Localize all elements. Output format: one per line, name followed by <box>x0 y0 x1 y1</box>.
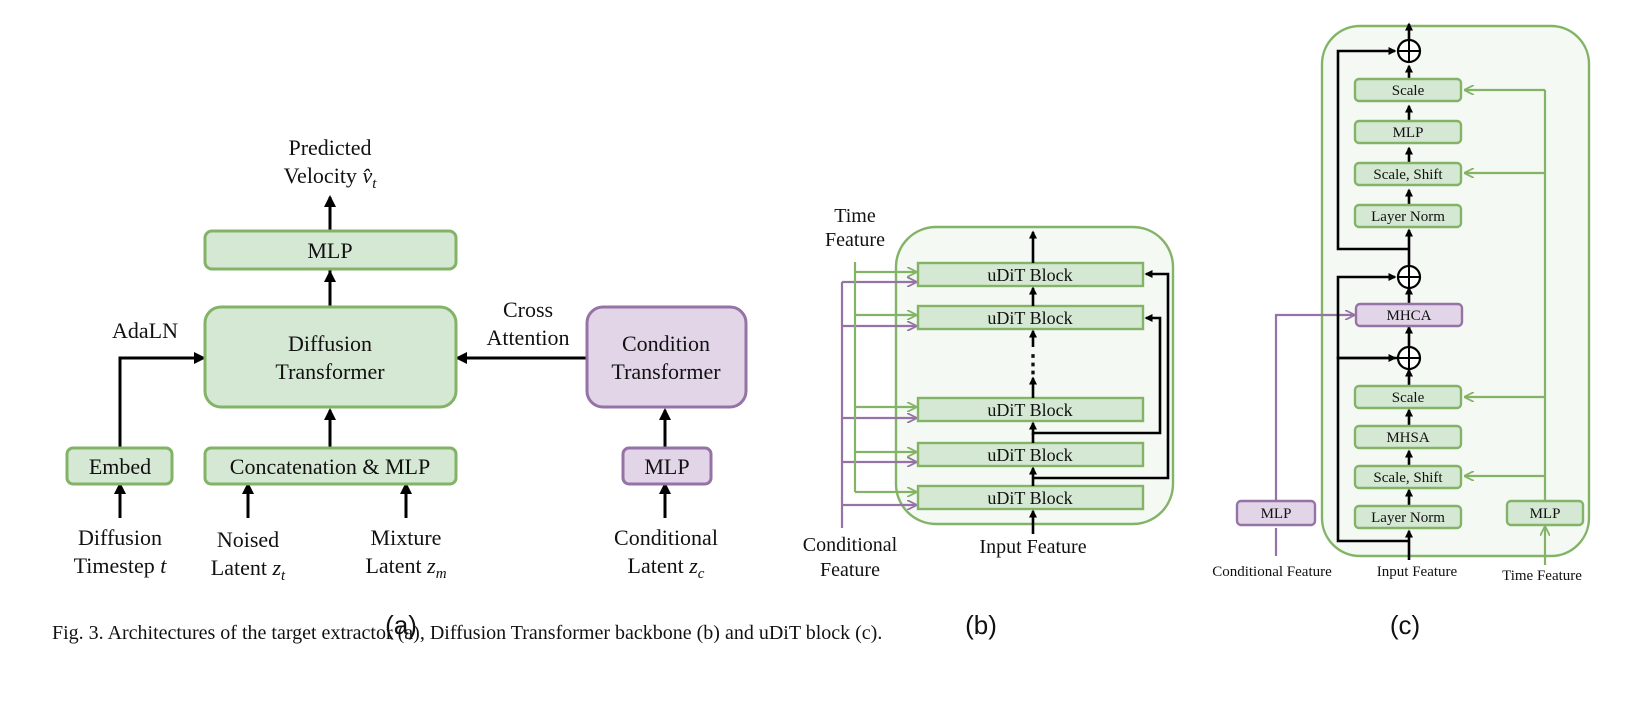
panel-b: uDiT Block uDiT Block uDiT Block uDiT Bl… <box>803 205 1175 640</box>
panel-c: Scale MLP Scale, Shift Layer Norm MHCA S… <box>1212 22 1591 640</box>
skip-connection-inner <box>1033 314 1162 435</box>
time-feature-label: Time Feature <box>1502 568 1582 584</box>
scale-shift-bottom-box <box>1353 464 1463 490</box>
udit-block-label: uDiT Block <box>987 488 1072 508</box>
scale-top-label: Scale <box>1392 83 1425 99</box>
panel-b-label: (b) <box>965 610 997 640</box>
output-label-2: Velocity v̂t <box>284 163 378 192</box>
residual-2 <box>1336 273 1409 360</box>
layer-norm-top-label: Layer Norm <box>1371 209 1445 225</box>
mhsa-label: MHSA <box>1386 430 1430 446</box>
sum-node-icon <box>1396 345 1422 371</box>
scale-shift-bottom-label: Scale, Shift <box>1373 470 1443 486</box>
mlp-conditional-box <box>1235 499 1317 527</box>
layer-norm-top-box <box>1353 203 1463 229</box>
layer-norm-bottom-label: Layer Norm <box>1371 510 1445 526</box>
embed-label: Embed <box>89 454 151 479</box>
time-feature-label-2: Feature <box>825 229 885 251</box>
scale-top-box <box>1353 77 1463 103</box>
concat-mlp-box <box>203 446 458 486</box>
embed-box <box>65 446 174 486</box>
mlp-time-label: MLP <box>1530 506 1561 522</box>
conditional-latent-label-1: Conditional <box>614 525 718 550</box>
udit-block-label: uDiT Block <box>987 445 1072 465</box>
scale-bottom-label: Scale <box>1392 390 1425 406</box>
noised-label-1: Noised <box>217 527 279 552</box>
mixture-label-1: Mixture <box>371 525 442 550</box>
udit-block-label: uDiT Block <box>987 308 1072 328</box>
condition-transformer-label-1: Condition <box>622 331 710 356</box>
scale-bottom-box <box>1353 384 1463 410</box>
concat-mlp-label: Concatenation & MLP <box>230 454 430 479</box>
udit-block-3 <box>916 396 1145 423</box>
diffusion-transformer-label-2: Transformer <box>275 359 385 384</box>
conditional-feature-label-2: Feature <box>820 559 880 581</box>
udit-block-1 <box>916 261 1145 288</box>
output-label-1: Predicted <box>288 135 371 160</box>
cross-attention-label-2: Attention <box>486 325 569 350</box>
udit-block-container <box>1320 24 1591 558</box>
mhca-box <box>1354 302 1464 328</box>
mlp-inner-label: MLP <box>1393 125 1424 141</box>
noised-label-2: Latent zt <box>211 555 286 584</box>
cross-attention-label-1: Cross <box>503 297 553 322</box>
udit-block-4 <box>916 441 1145 468</box>
input-feature-label: Input Feature <box>1377 564 1458 580</box>
mlp-time-box <box>1505 499 1585 527</box>
sum-node-icon <box>1396 38 1422 64</box>
mlp-top-label: MLP <box>307 238 352 263</box>
diffusion-transformer-label-1: Diffusion <box>288 331 372 356</box>
mlp-cond-label: MLP <box>644 454 689 479</box>
sum-node-icon <box>1396 264 1422 290</box>
mlp-cond-box <box>621 446 713 486</box>
mlp-top-box <box>203 229 458 271</box>
skip-connection-outer <box>1033 270 1170 480</box>
mhsa-box <box>1353 424 1463 450</box>
udit-block-5 <box>916 484 1145 511</box>
diffusion-transformer-box <box>203 305 458 409</box>
adaln-label: AdaLN <box>112 318 178 343</box>
condition-transformer-box <box>585 305 748 409</box>
timestep-label-2: Timestep t <box>74 553 168 578</box>
figure-caption: Fig. 3. Architectures of the target extr… <box>52 622 883 644</box>
udit-block-label: uDiT Block <box>987 265 1072 285</box>
udit-block-label: uDiT Block <box>987 400 1072 420</box>
ellipsis: ⋮ <box>1021 352 1045 378</box>
condition-transformer-label-2: Transformer <box>611 359 721 384</box>
input-feature-label: Input Feature <box>979 536 1086 558</box>
time-feature-label-1: Time <box>834 205 876 227</box>
udit-block-2 <box>916 304 1145 331</box>
scale-shift-top-label: Scale, Shift <box>1373 167 1443 183</box>
conditional-latent-label-2: Latent zc <box>628 553 705 582</box>
panel-a: MLP Diffusion Transformer Condition Tran… <box>65 135 748 640</box>
residual-3 <box>1336 47 1409 251</box>
mlp-inner-box <box>1353 119 1463 145</box>
layer-norm-bottom-box <box>1353 504 1463 530</box>
panel-c-label: (c) <box>1390 610 1420 640</box>
timestep-label-1: Diffusion <box>78 525 162 550</box>
conditional-feature-line <box>1274 315 1354 500</box>
conditional-feature-label-1: Conditional <box>803 534 898 556</box>
mlp-conditional-label: MLP <box>1261 506 1292 522</box>
mixture-label-2: Latent zm <box>365 553 446 582</box>
scale-shift-top-box <box>1353 161 1463 187</box>
mhca-label: MHCA <box>1386 308 1431 324</box>
panel-a-label: (a) <box>385 610 417 640</box>
conditional-feature-label: Conditional Feature <box>1212 564 1332 580</box>
